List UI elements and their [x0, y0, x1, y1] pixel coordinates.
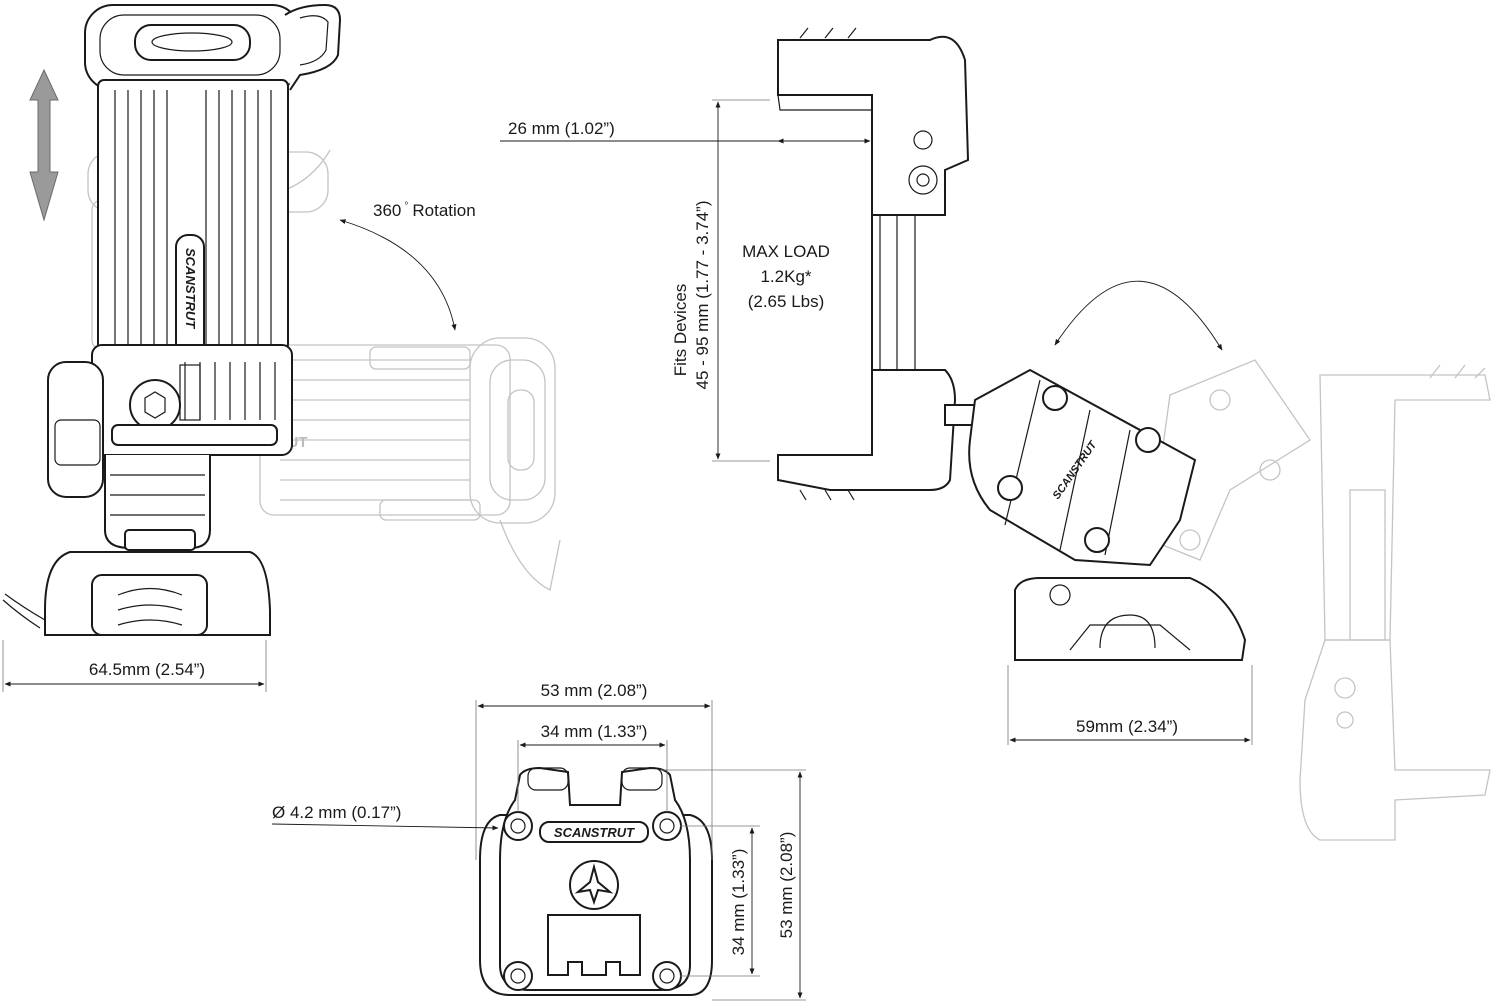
hole-spacing-width-dimension: 34 mm (1.33”) — [517, 722, 668, 812]
base-width-dimension: 59mm (2.34”) — [1007, 665, 1253, 745]
front-view-base — [1014, 577, 1247, 661]
jaw-depth-label: 26 mm (1.02”) — [508, 119, 615, 138]
rotation-degrees: 360 — [373, 201, 401, 220]
jaw-depth-dimension: 26 mm (1.02”) — [500, 119, 871, 144]
fits-devices-dimension: Fits Devices 45 - 95 mm (1.77 - 3.74”) — [671, 99, 770, 462]
outer-height-label: 53 mm (2.08”) — [777, 832, 796, 939]
vertical-double-arrow-icon — [29, 68, 59, 222]
front-view-arm: SCANSTRUT — [968, 368, 1197, 567]
hole-spacing-height-dimension: 34 mm (1.33”) — [680, 825, 760, 977]
base-width-label: 59mm (2.34”) — [1076, 717, 1178, 736]
max-load-text: MAX LOAD 1.2Kg* (2.65 Lbs) — [742, 242, 830, 311]
max-load-line3: (2.65 Lbs) — [748, 292, 825, 311]
base-plate-drawing: SCANSTRUT — [479, 766, 713, 996]
fits-devices-label-line1: Fits Devices — [671, 284, 690, 377]
curved-rotation-arrow-icon — [339, 219, 457, 331]
outer-height-dimension: 53 mm (2.08”) — [660, 769, 806, 1001]
fits-devices-label-line2: 45 - 95 mm (1.77 - 3.74”) — [693, 201, 712, 390]
hole-spacing-height-label: 34 mm (1.33”) — [729, 849, 748, 956]
rotation-word: Rotation — [412, 201, 475, 220]
tilt-arrow-icon — [1054, 280, 1223, 351]
side-view: SCANSTRUT SCANSTRUT — [2, 3, 561, 692]
hole-diameter-label: Ø 4.2 mm (0.17”) — [272, 803, 401, 822]
side-view-main-body: SCANSTRUT — [2, 3, 342, 636]
max-load-line1: MAX LOAD — [742, 242, 830, 261]
front-view-main-holder — [777, 27, 981, 501]
rotation-degree-symbol: ° — [404, 201, 408, 212]
base-plate-view: SCANSTRUT 53 mm (2.08”) 34 mm (1.33”) Ø … — [271, 681, 806, 1001]
brand-logo-base: SCANSTRUT — [554, 825, 635, 840]
max-load-line2: 1.2Kg* — [760, 267, 811, 286]
side-view-width-dimension: 64.5mm (2.54”) — [2, 640, 267, 692]
front-view: SCANSTRUT 26 mm (1.02”) Fits Devices 45 … — [500, 27, 1491, 841]
rotation-label: 360° Rotation — [373, 201, 476, 220]
outer-width-dimension: 53 mm (2.08”) — [475, 681, 713, 860]
side-view-width-label: 64.5mm (2.54”) — [89, 660, 205, 679]
brand-logo-vertical: SCANSTRUT — [183, 248, 198, 329]
hole-spacing-width-label: 34 mm (1.33”) — [541, 722, 648, 741]
outer-width-label: 53 mm (2.08”) — [541, 681, 648, 700]
hole-diameter-callout: Ø 4.2 mm (0.17”) — [271, 803, 499, 831]
